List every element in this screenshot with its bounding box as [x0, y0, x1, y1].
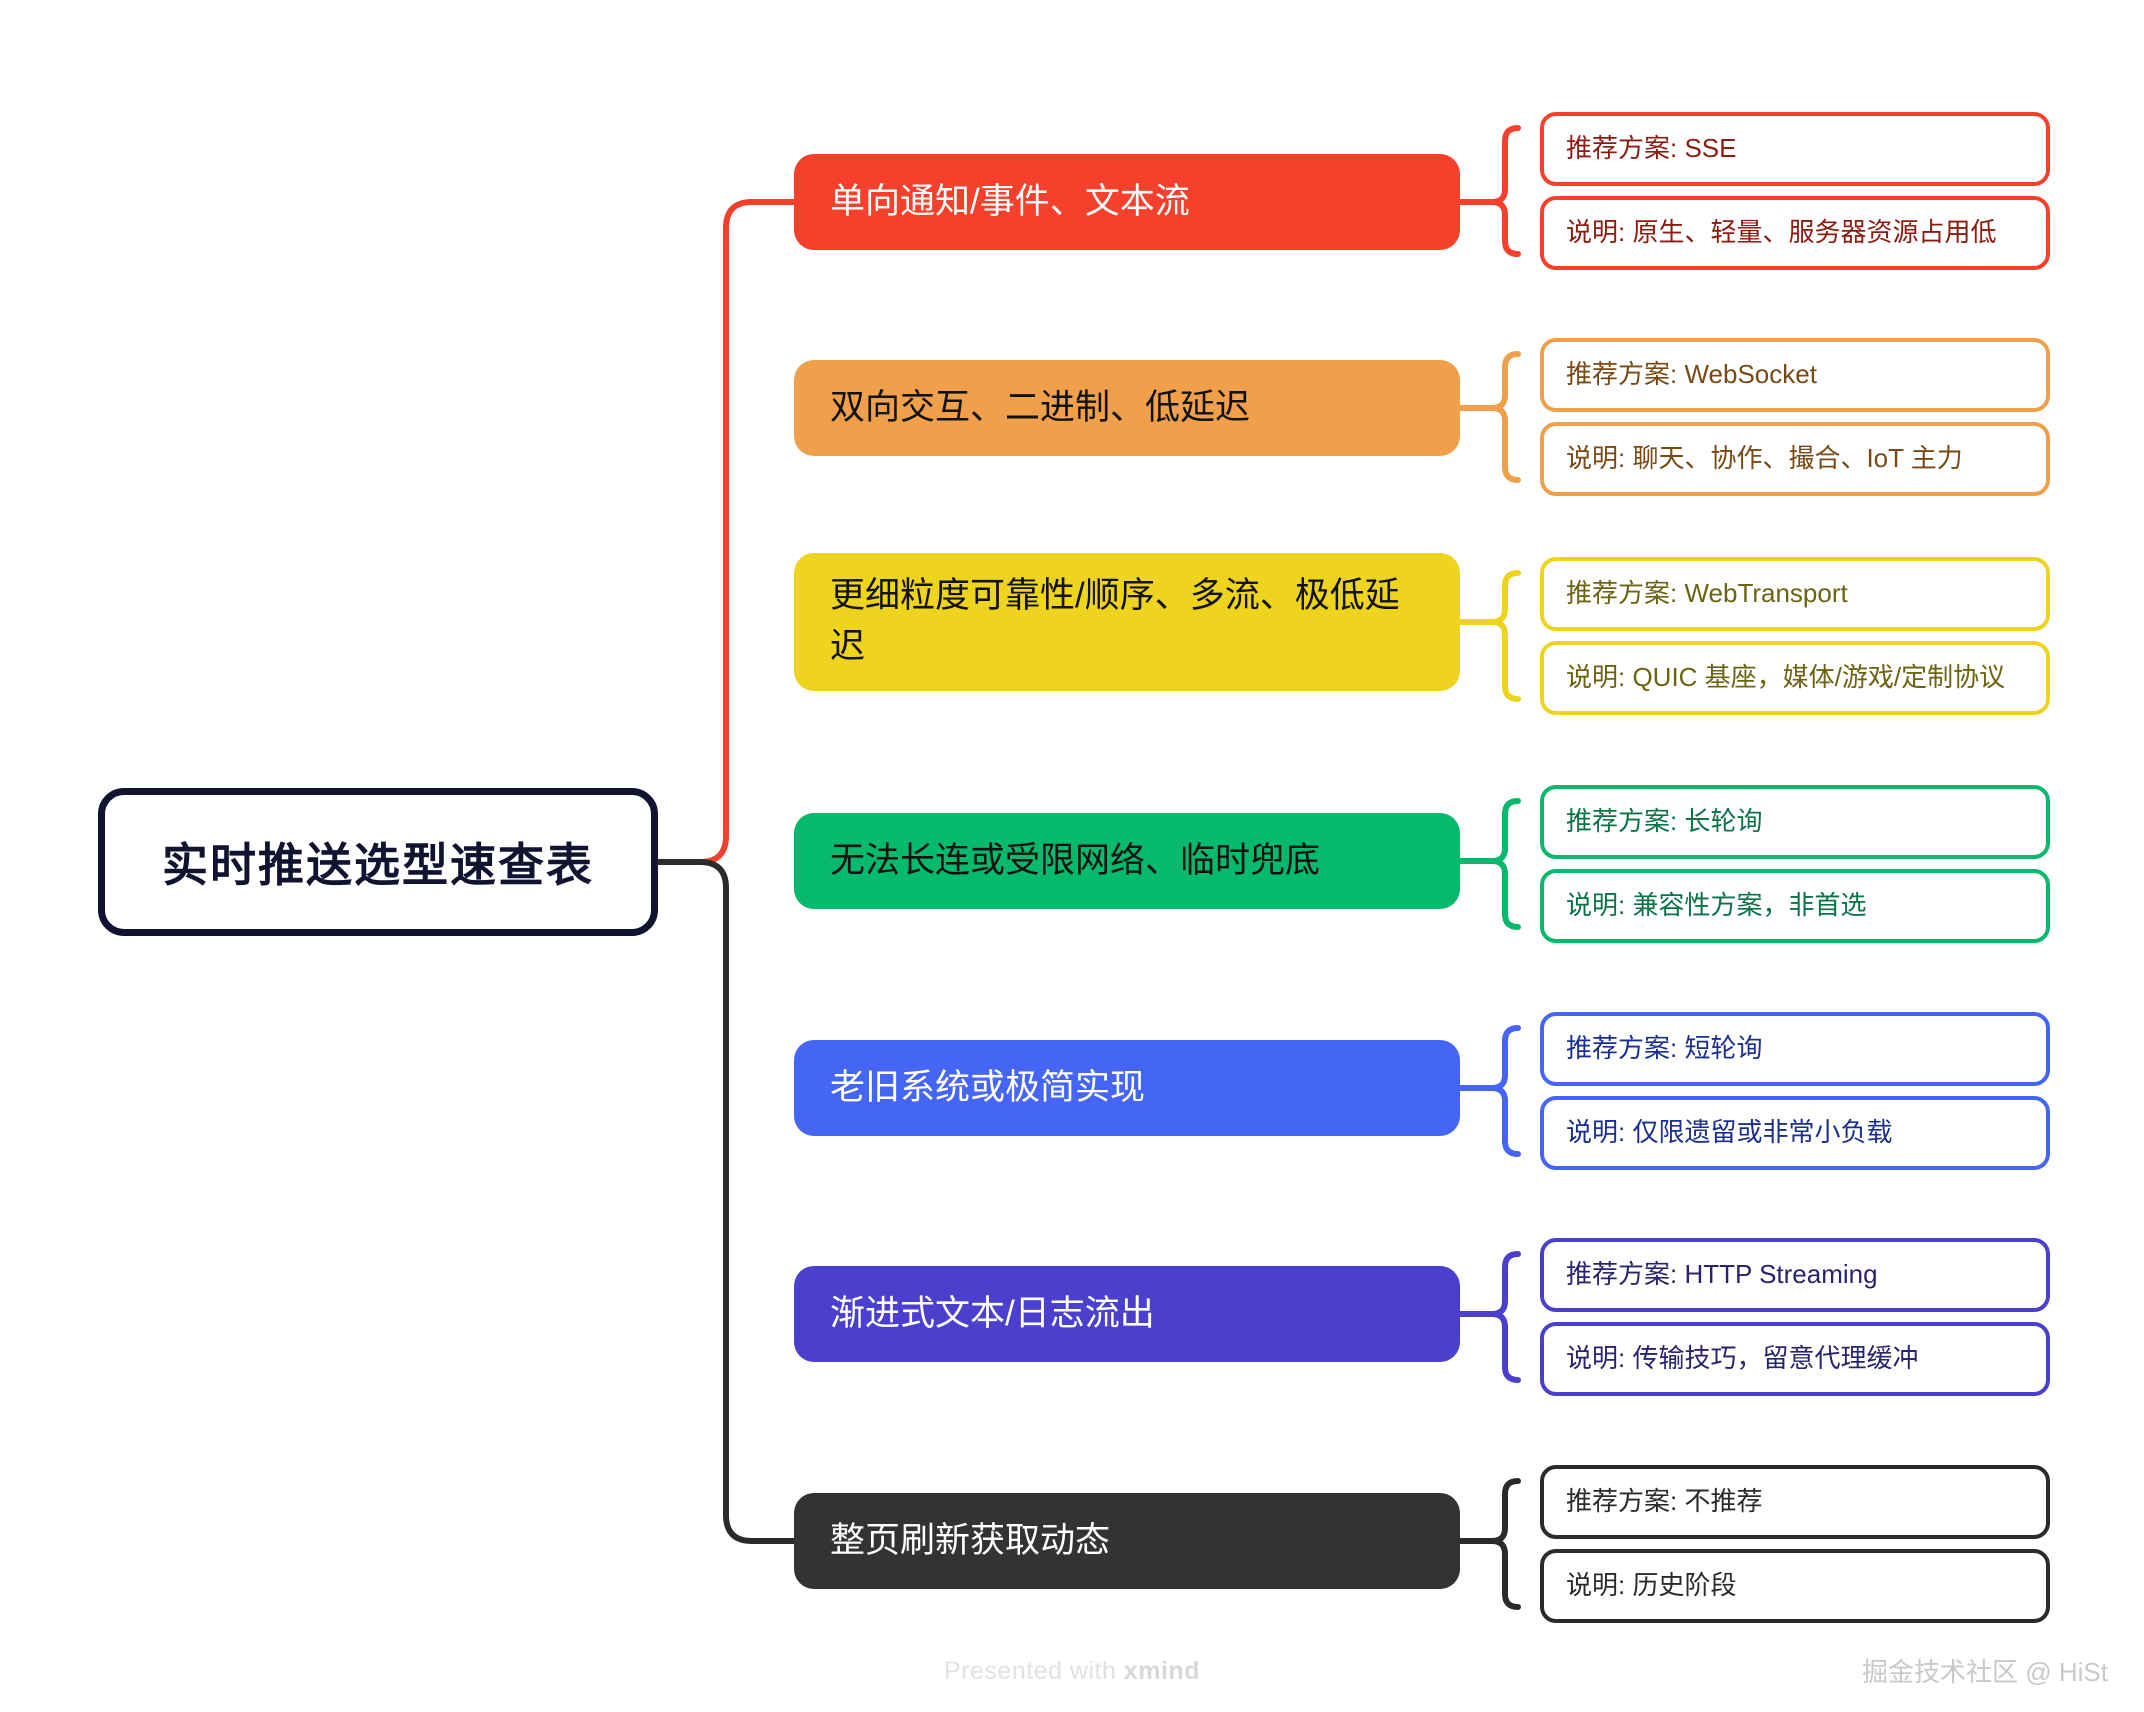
detail-node-label: 说明: 传输技巧，留意代理缓冲 [1566, 1343, 1919, 1374]
topic-node-label: 老旧系统或极简实现 [830, 1067, 1146, 1107]
xmind-brand: xmind [1123, 1657, 1200, 1685]
detail-node-description[interactable]: 说明: 兼容性方案，非首选 [1540, 869, 2050, 943]
detail-node-label: 说明: 历史阶段 [1566, 1570, 1737, 1601]
topic-node-label: 双向交互、二进制、低延迟 [830, 387, 1251, 427]
topic-node[interactable]: 更细粒度可靠性/顺序、多流、极低延迟 [794, 553, 1460, 691]
topic-node[interactable]: 整页刷新获取动态 [794, 1493, 1460, 1589]
detail-node-description[interactable]: 说明: 传输技巧，留意代理缓冲 [1540, 1322, 2050, 1396]
detail-node-recommendation[interactable]: 推荐方案: 不推荐 [1540, 1465, 2050, 1539]
detail-node-label: 推荐方案: WebTransport [1566, 578, 1848, 609]
topic-node[interactable]: 老旧系统或极简实现 [794, 1040, 1460, 1136]
topic-node[interactable]: 无法长连或受限网络、临时兜底 [794, 813, 1460, 909]
root-node-label: 实时推送选型速查表 [162, 839, 594, 891]
detail-node-label: 说明: 兼容性方案，非首选 [1566, 890, 1867, 921]
detail-node-label: 说明: 仅限遗留或非常小负载 [1566, 1117, 1893, 1148]
detail-node-label: 推荐方案: 不推荐 [1566, 1486, 1763, 1517]
detail-node-recommendation[interactable]: 推荐方案: 短轮询 [1540, 1012, 2050, 1086]
topic-node[interactable]: 渐进式文本/日志流出 [794, 1266, 1460, 1362]
detail-node-label: 说明: QUIC 基座，媒体/游戏/定制协议 [1566, 662, 2006, 693]
detail-node-recommendation[interactable]: 推荐方案: WebTransport [1540, 557, 2050, 631]
xmind-credit: Presented with xmind [0, 1657, 2144, 1686]
detail-node-label: 推荐方案: SSE [1566, 133, 1737, 164]
root-node[interactable]: 实时推送选型速查表 [98, 788, 658, 936]
topic-node[interactable]: 单向通知/事件、文本流 [794, 154, 1460, 250]
detail-node-description[interactable]: 说明: 仅限遗留或非常小负载 [1540, 1096, 2050, 1170]
detail-node-label: 推荐方案: 长轮询 [1566, 806, 1763, 837]
detail-node-label: 说明: 原生、轻量、服务器资源占用低 [1566, 217, 1997, 248]
detail-node-recommendation[interactable]: 推荐方案: WebSocket [1540, 338, 2050, 412]
detail-node-label: 说明: 聊天、协作、撮合、IoT 主力 [1566, 443, 1963, 474]
detail-node-description[interactable]: 说明: 原生、轻量、服务器资源占用低 [1540, 196, 2050, 270]
topic-node[interactable]: 双向交互、二进制、低延迟 [794, 360, 1460, 456]
detail-node-description[interactable]: 说明: QUIC 基座，媒体/游戏/定制协议 [1540, 641, 2050, 715]
detail-node-label: 推荐方案: WebSocket [1566, 359, 1817, 390]
detail-node-recommendation[interactable]: 推荐方案: SSE [1540, 112, 2050, 186]
detail-node-description[interactable]: 说明: 聊天、协作、撮合、IoT 主力 [1540, 422, 2050, 496]
detail-node-label: 推荐方案: 短轮询 [1566, 1033, 1763, 1064]
topic-node-label: 无法长连或受限网络、临时兜底 [830, 840, 1321, 880]
detail-node-label: 推荐方案: HTTP Streaming [1566, 1259, 1878, 1290]
topic-node-label: 渐进式文本/日志流出 [830, 1293, 1155, 1333]
topic-node-label: 更细粒度可靠性/顺序、多流、极低延迟 [830, 576, 1400, 666]
watermark: 掘金技术社区 @ HiSt [1862, 1657, 2108, 1687]
topic-node-label: 整页刷新获取动态 [830, 1520, 1111, 1560]
detail-node-recommendation[interactable]: 推荐方案: HTTP Streaming [1540, 1238, 2050, 1312]
detail-node-description[interactable]: 说明: 历史阶段 [1540, 1549, 2050, 1623]
xmind-credit-prefix: Presented with [944, 1657, 1124, 1685]
detail-node-recommendation[interactable]: 推荐方案: 长轮询 [1540, 785, 2050, 859]
topic-node-label: 单向通知/事件、文本流 [830, 181, 1190, 221]
